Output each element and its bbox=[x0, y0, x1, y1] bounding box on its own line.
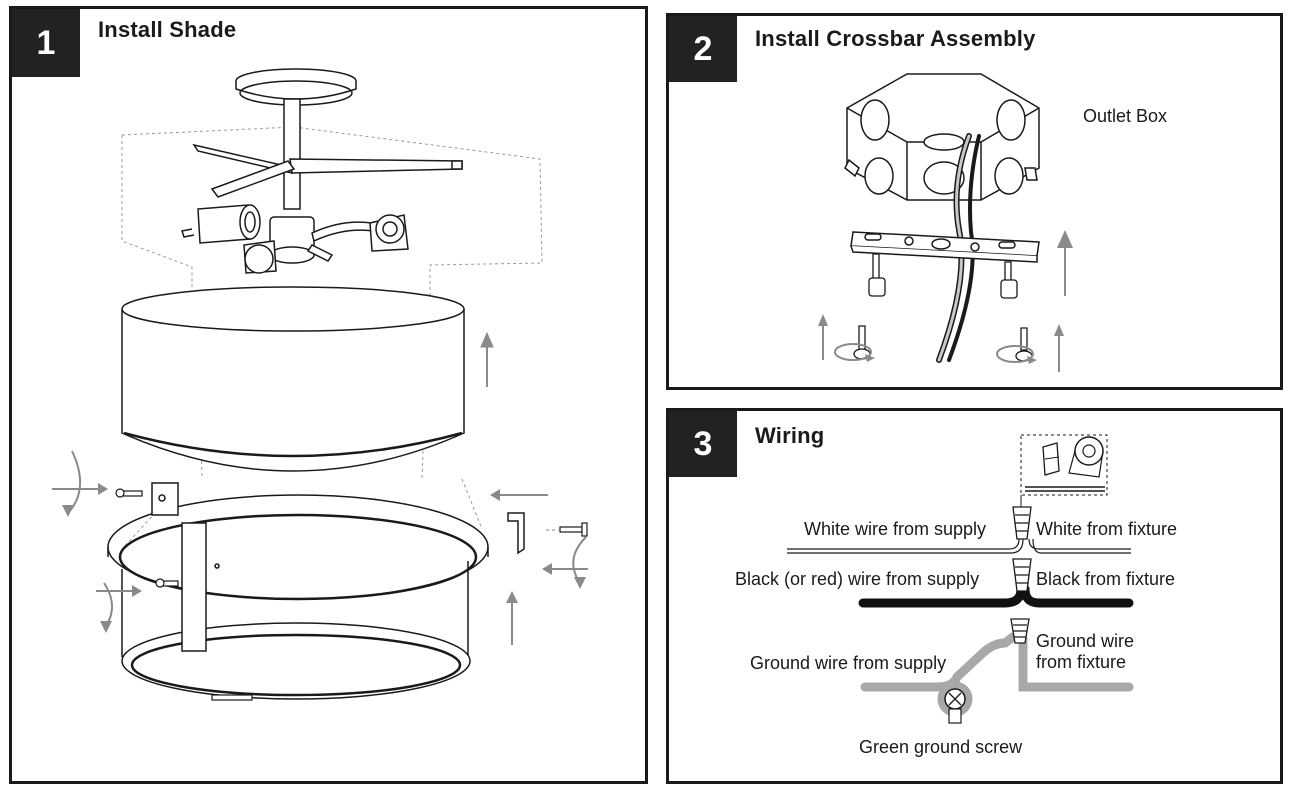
label-ground-supply: Ground wire from supply bbox=[750, 653, 947, 673]
label-white-fixture: White from fixture bbox=[1036, 519, 1178, 539]
crossbar bbox=[850, 231, 1040, 263]
right-bracket bbox=[507, 512, 525, 555]
support-brace bbox=[151, 482, 220, 652]
crossbar-arrow-heads bbox=[818, 230, 1073, 364]
supply-wires bbox=[936, 133, 981, 363]
connector-inset bbox=[1020, 434, 1108, 496]
ground-screw bbox=[937, 681, 973, 724]
mounting-screws bbox=[115, 488, 588, 588]
top-ring bbox=[107, 494, 489, 601]
white-wires bbox=[787, 538, 1131, 554]
label-ground-fixture-line1: Ground wire bbox=[1036, 631, 1135, 651]
crossbar-illustration bbox=[818, 73, 1073, 372]
panel-title-install-crossbar: Install Crossbar Assembly bbox=[755, 26, 1036, 51]
bottom-ring bbox=[121, 561, 471, 701]
wire-nuts bbox=[1010, 506, 1032, 644]
crossbar-arrows bbox=[822, 240, 1066, 372]
wiring-illustration bbox=[787, 434, 1134, 724]
step-badge-3: 3 bbox=[669, 411, 737, 477]
outlet-box bbox=[844, 73, 1040, 201]
panel-title-wiring: Wiring bbox=[755, 423, 825, 448]
step-badge-1: 1 bbox=[12, 9, 80, 77]
label-ground-fixture-line2: from fixture bbox=[1036, 652, 1127, 672]
panel-install-crossbar: 2 Install Crossbar Assembly Outlet Box bbox=[666, 13, 1283, 390]
ceiling-canopy bbox=[235, 68, 357, 106]
step-badge-2: 2 bbox=[669, 16, 737, 82]
label-white-supply: White wire from supply bbox=[804, 519, 987, 539]
panel-title-install-shade: Install Shade bbox=[98, 17, 237, 42]
fixture-arms bbox=[192, 143, 463, 198]
fixture-stem bbox=[283, 98, 301, 210]
arrow-heads bbox=[62, 483, 586, 633]
label-black-fixture: Black from fixture bbox=[1036, 569, 1176, 589]
rotation-arrows bbox=[52, 450, 588, 645]
label-outlet-box: Outlet Box bbox=[1083, 106, 1168, 126]
crossbar-screws bbox=[868, 253, 1018, 299]
ground-wires bbox=[860, 632, 1134, 692]
panel-wiring: 3 Wiring White wire from supply White fr… bbox=[666, 408, 1283, 784]
drum-shade bbox=[121, 286, 465, 472]
install-shade-illustration bbox=[52, 68, 588, 701]
black-wires bbox=[858, 584, 1134, 608]
shade-up-arrow bbox=[480, 331, 494, 387]
label-green-ground-screw: Green ground screw bbox=[859, 737, 1023, 757]
bulb-sockets bbox=[181, 204, 409, 274]
panel-install-shade: 1 Install Shade bbox=[9, 6, 648, 784]
exploded-outline bbox=[121, 126, 543, 309]
label-black-supply: Black (or red) wire from supply bbox=[735, 569, 980, 589]
